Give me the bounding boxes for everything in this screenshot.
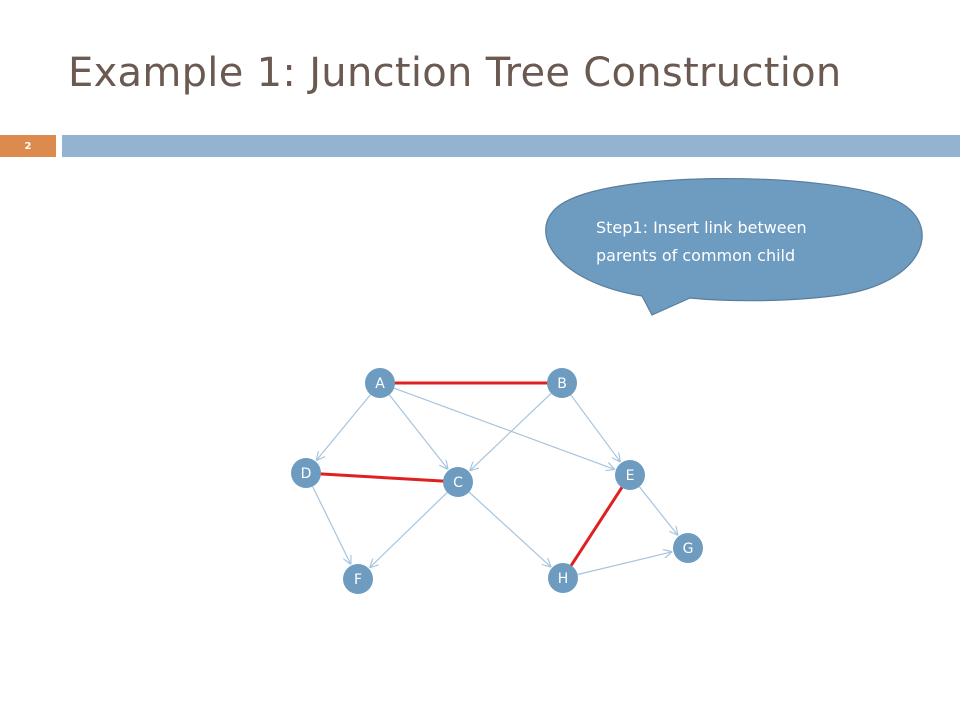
node-e: E (615, 460, 645, 490)
node-a: A (365, 368, 395, 398)
callout-text: Step1: Insert link between parents of co… (596, 214, 896, 270)
edge-b-e (570, 394, 620, 461)
node-label: E (626, 468, 635, 484)
node-circle (291, 458, 321, 488)
node-circle (673, 533, 703, 563)
node-label: D (301, 466, 312, 482)
node-label: F (354, 572, 362, 588)
edge-a-d (317, 394, 371, 460)
callout-text-line2: parents of common child (596, 246, 796, 265)
node-d: D (291, 458, 321, 488)
header-bar (62, 135, 960, 157)
edge-b-c (470, 392, 552, 470)
node-circle (343, 564, 373, 594)
node-circle (615, 460, 645, 490)
moral-links (319, 381, 624, 568)
edge-h-g (577, 552, 672, 576)
node-circle (365, 368, 395, 398)
node-label: B (557, 376, 567, 392)
node-f: F (343, 564, 373, 594)
page-number: 2 (24, 140, 32, 152)
edge-c-f (370, 492, 448, 567)
moral-link-e-h (569, 485, 624, 568)
node-label: A (375, 376, 385, 392)
moral-link-d-c (319, 472, 445, 483)
edge-d-f (312, 486, 351, 563)
callout-bubble (545, 177, 923, 316)
node-g: G (673, 533, 703, 563)
node-b: B (547, 368, 577, 398)
page-number-badge: 2 (0, 135, 56, 157)
node-c: C (443, 467, 473, 497)
callout-text-line1: Step1: Insert link between (596, 218, 807, 237)
node-label: C (453, 475, 463, 491)
edge-a-e (393, 387, 614, 469)
edge-c-h (468, 491, 550, 566)
node-label: G (683, 541, 694, 557)
directed-edges (312, 387, 678, 576)
node-circle (547, 368, 577, 398)
node-circle (443, 467, 473, 497)
graph-nodes: A B C D E F G H (291, 368, 703, 594)
node-h: H (548, 563, 578, 593)
edge-a-c (388, 394, 447, 469)
edge-e-g (638, 486, 677, 535)
slide-title: Example 1: Junction Tree Construction (68, 50, 842, 96)
node-label: H (558, 571, 569, 587)
node-circle (548, 563, 578, 593)
